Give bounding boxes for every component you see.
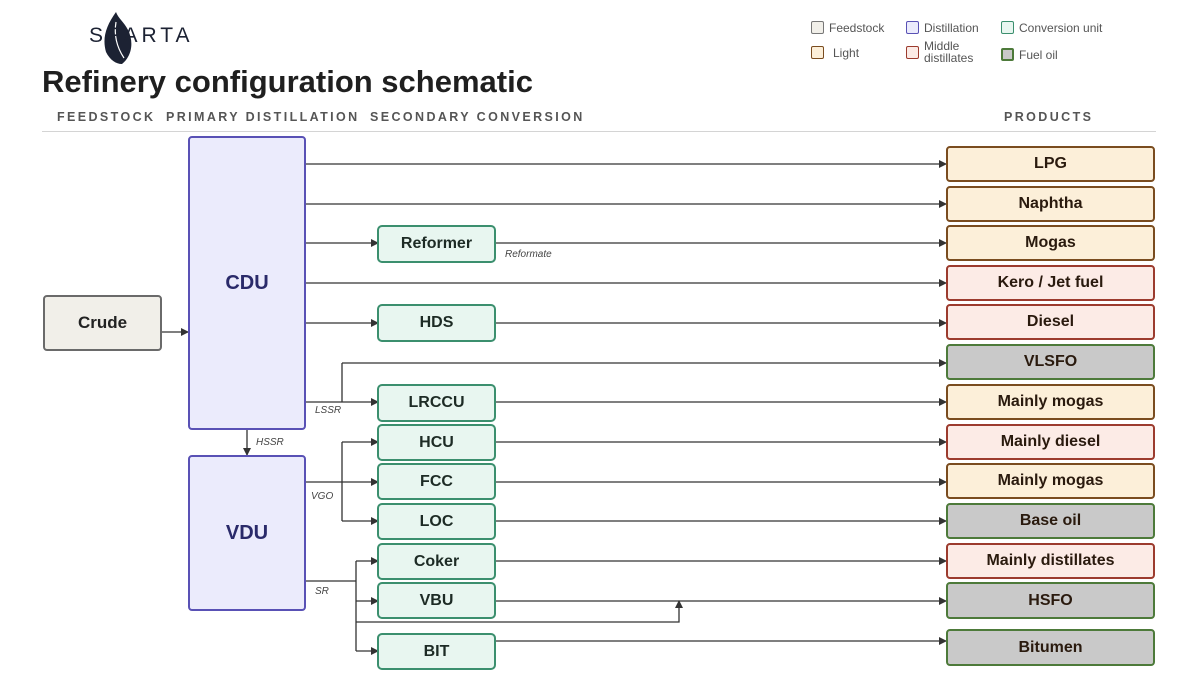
product-mainly-distillates[interactable]: Mainly distillates: [946, 543, 1155, 579]
product-diesel[interactable]: Diesel: [946, 304, 1155, 340]
legend-swatch-fuel: [1001, 48, 1014, 61]
legend-swatch-conversion: [1001, 21, 1014, 34]
product-mainly-diesel[interactable]: Mainly diesel: [946, 424, 1155, 460]
node-loc[interactable]: LOC: [377, 503, 496, 540]
product-base-oil[interactable]: Base oil: [946, 503, 1155, 539]
legend-swatch-distillation: [906, 21, 919, 34]
header-divider: [42, 131, 1156, 132]
node-reformer[interactable]: Reformer: [377, 225, 496, 263]
legend-swatch-light: [811, 46, 824, 59]
legend-label-middle: Middle distillates: [924, 39, 974, 65]
product-lpg[interactable]: LPG: [946, 146, 1155, 182]
product-mainly-mogas-lrccu[interactable]: Mainly mogas: [946, 384, 1155, 420]
legend-label-distillation: Distillation: [924, 20, 979, 35]
legend-label-conversion: Conversion unit: [1019, 20, 1103, 35]
node-coker[interactable]: Coker: [377, 543, 496, 580]
node-cdu[interactable]: CDU: [188, 136, 306, 430]
legend-swatch-middle: [906, 45, 919, 59]
node-fcc[interactable]: FCC: [377, 463, 496, 500]
page-title: Refinery configuration schematic: [42, 64, 533, 99]
stream-label-hssr: HSSR: [256, 437, 284, 448]
node-vdu[interactable]: VDU: [188, 455, 306, 611]
product-kero-jet[interactable]: Kero / Jet fuel: [946, 265, 1155, 301]
legend-label-light: Light: [833, 45, 860, 60]
node-lrccu[interactable]: LRCCU: [377, 384, 496, 422]
stream-label-sr: SR: [315, 586, 329, 597]
product-bitumen[interactable]: Bitumen: [946, 629, 1155, 666]
legend-distillation: Distillation: [906, 21, 979, 34]
arrow-sr-bypass-hsfo: [356, 600, 683, 623]
legend-feedstock: Feedstock: [811, 21, 884, 34]
col-header-products: PRODUCTS: [1004, 110, 1094, 124]
col-header-primary: PRIMARY DISTILLATION: [166, 110, 360, 124]
legend-middle: Middle distillates: [906, 40, 986, 64]
col-header-secondary: SECONDARY CONVERSION: [370, 110, 585, 124]
legend-label-fuel: Fuel oil: [1019, 47, 1058, 62]
stream-label-vgo: VGO: [311, 491, 334, 502]
legend: Feedstock Distillation Conversion unit L…: [811, 18, 1141, 70]
legend-swatch-feedstock: [811, 21, 824, 34]
node-hcu[interactable]: HCU: [377, 424, 496, 461]
stream-label-reformate: Reformate: [505, 249, 552, 260]
legend-conversion: Conversion unit: [1001, 21, 1102, 34]
sparta-logo: [104, 12, 132, 64]
legend-light: Light: [811, 46, 859, 59]
node-bit[interactable]: BIT: [377, 633, 496, 670]
product-hsfo[interactable]: HSFO: [946, 582, 1155, 619]
product-mogas[interactable]: Mogas: [946, 225, 1155, 261]
product-mainly-mogas-fcc[interactable]: Mainly mogas: [946, 463, 1155, 499]
node-crude[interactable]: Crude: [43, 295, 162, 351]
node-vbu[interactable]: VBU: [377, 582, 496, 619]
stream-label-lssr: LSSR: [315, 405, 342, 416]
product-vlsfo[interactable]: VLSFO: [946, 344, 1155, 380]
col-header-feedstock: FEEDSTOCK: [57, 110, 156, 124]
product-naphtha[interactable]: Naphtha: [946, 186, 1155, 222]
brand-name: SPARTA: [89, 24, 194, 47]
node-hds[interactable]: HDS: [377, 304, 496, 342]
legend-fuel: Fuel oil: [1001, 48, 1058, 61]
legend-label-feedstock: Feedstock: [829, 20, 885, 35]
